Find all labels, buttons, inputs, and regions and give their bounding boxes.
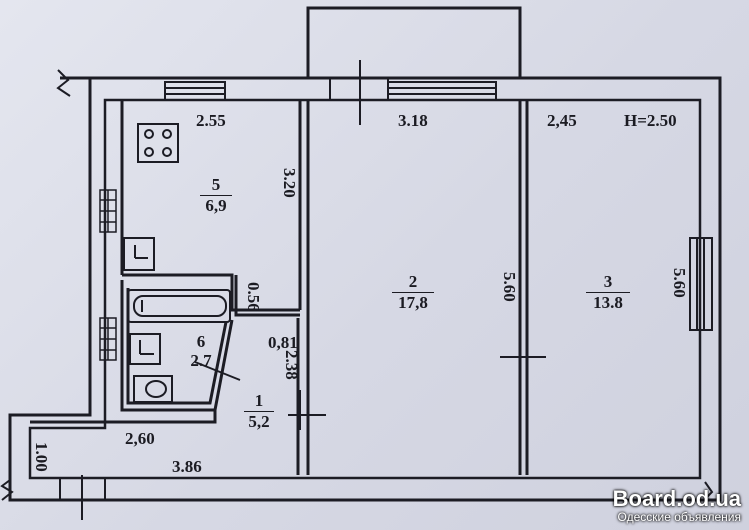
fraction-bar [200,194,232,196]
stove-icon [137,123,179,163]
corner-mark [703,481,714,501]
room-area: 13.8 [593,292,623,312]
dim-bath-gap: 0.56 [244,282,263,312]
room-area: 2.7 [190,350,212,370]
dim-corridor-length: 3.86 [172,457,202,476]
balcony [306,6,522,80]
kitchen-sink-icon [123,237,155,271]
room-area: 5,2 [248,411,270,431]
fraction-bar [586,291,630,293]
toilet-icon [133,375,173,403]
room-number: 2 [408,272,418,291]
vent-grille [99,189,117,361]
watermark-subtitle: Одесские объявления [617,510,741,524]
room-label-bathroom: 6 2.7 [184,333,218,370]
window-kitchen [164,81,226,101]
interior-walls [30,100,529,475]
leader-line [194,361,241,381]
dim-corridor-depth: 1.00 [32,442,51,472]
balcony-door [329,60,389,125]
bathtub-icon [127,289,231,323]
inner-wall-line [28,98,702,480]
dim-room2-width: 3.18 [398,111,428,130]
site-watermark: Board.od.ua Одесские объявления [613,487,741,524]
wall-break-mark [0,69,71,501]
outer-wall [8,76,722,502]
room-number: 5 [211,175,221,194]
fraction-bar [244,410,274,412]
bath-sink-icon [129,333,161,365]
window-room3 [689,237,713,331]
dim-hall-jog: 0,81 [268,333,298,352]
ceiling-height: H=2.50 [624,111,677,130]
room-label-kitchen: 5 6,9 [200,176,232,215]
room-number: 3 [603,272,613,291]
room-label-room2: 2 17,8 [392,273,434,312]
dim-room2-depth: 5.60 [500,272,519,302]
dim-room3-depth: 5.60 [670,268,689,298]
room-label-hall: 1 5,2 [244,392,274,431]
watermark-site: Board.od.ua [612,485,741,511]
dim-hall-depth: 2.38 [282,350,301,380]
dim-corridor-width: 2,60 [125,429,155,448]
room-area: 17,8 [398,292,428,312]
door-marks [288,330,546,430]
fraction-bar [392,291,434,293]
room-area: 6,9 [205,195,227,215]
window-room2 [387,81,497,101]
dim-kitchen-width: 2.55 [196,111,226,130]
room-label-room3: 3 13.8 [586,273,630,312]
room-number: 1 [254,391,264,410]
room-number: 6 [196,332,206,351]
dim-room3-width: 2,45 [547,111,577,130]
dim-kitchen-depth: 3.20 [280,168,299,198]
entrance-door [59,475,106,520]
